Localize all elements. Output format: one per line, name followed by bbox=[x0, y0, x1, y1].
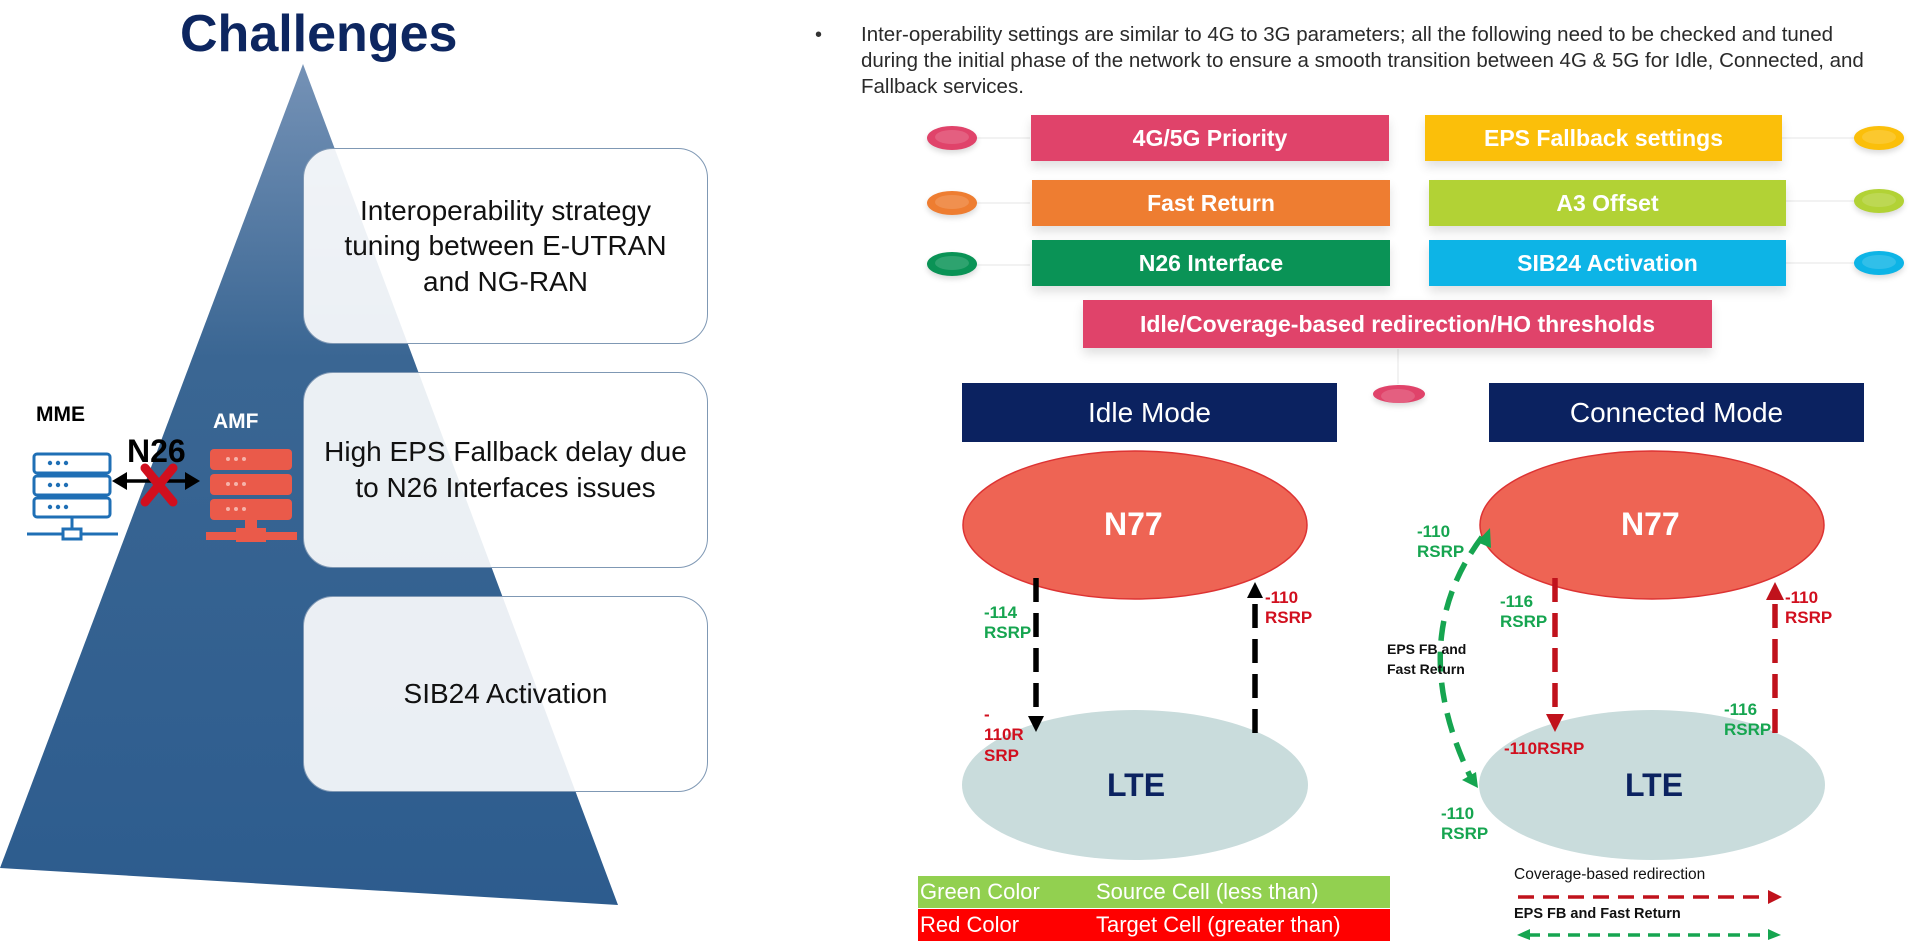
failure-cross-icon bbox=[140, 463, 178, 507]
threshold-unit: SRP bbox=[984, 745, 1019, 765]
yellow-dot-icon bbox=[1854, 126, 1904, 150]
threshold-value: -116 bbox=[1500, 592, 1534, 611]
challenge-card-eps-fallback: High EPS Fallback delay due to N26 Inter… bbox=[303, 372, 708, 568]
lime-dot-icon bbox=[1854, 189, 1904, 213]
threshold-unit: RSRP bbox=[1441, 824, 1489, 844]
legend-green-desc: Source Cell (less than) bbox=[1096, 879, 1319, 904]
connected-up-threshold: -110 RSRP bbox=[1785, 588, 1832, 629]
idle-down-arrow bbox=[1028, 578, 1044, 732]
card-text: High EPS Fallback delay due to N26 Inter… bbox=[324, 436, 687, 503]
idle-up-threshold: -110 RSRP bbox=[1265, 588, 1312, 629]
threshold-value: - bbox=[984, 705, 990, 724]
tag-fast-return: Fast Return bbox=[1032, 180, 1390, 226]
legend-red-row: Red Color Target Cell (greater than) bbox=[918, 909, 1390, 941]
legend-coverage-label: Coverage-based redirection bbox=[1514, 866, 1706, 883]
page-title: Challenges bbox=[180, 5, 458, 63]
lte-cell-idle bbox=[962, 710, 1308, 860]
threshold-value: 110R bbox=[984, 725, 1024, 745]
tag-eps-fallback-settings: EPS Fallback settings bbox=[1425, 115, 1782, 161]
pink-dot-icon bbox=[1373, 385, 1425, 403]
idle-up-arrow bbox=[1247, 582, 1263, 733]
legend-red-name: Red Color bbox=[920, 912, 1020, 937]
bullet-marker: • bbox=[815, 24, 823, 46]
threshold-value: -114 bbox=[984, 603, 1018, 622]
threshold-value: -110 bbox=[1441, 804, 1475, 823]
n77-cell-connected bbox=[1479, 450, 1825, 600]
threshold-unit: RSRP bbox=[1500, 612, 1548, 632]
threshold-value: -110 bbox=[1417, 522, 1451, 541]
challenge-card-sib24: SIB24 Activation bbox=[303, 596, 708, 792]
connected-mode-header: Connected Mode bbox=[1489, 383, 1864, 442]
n26-label: N26 bbox=[127, 433, 186, 469]
card-text: SIB24 Activation bbox=[403, 678, 608, 710]
idle-target-threshold: - 110R SRP bbox=[984, 705, 1024, 766]
legend-green-name: Green Color bbox=[920, 879, 1040, 904]
threshold-unit: RSRP bbox=[1785, 608, 1833, 628]
amf-label: AMF bbox=[213, 410, 259, 433]
fb-label-line: EPS FB and bbox=[1387, 641, 1467, 657]
lte-cell-connected bbox=[1479, 710, 1825, 860]
threshold-value: -110 bbox=[1785, 588, 1819, 607]
legend-green-row: Green Color Source Cell (less than) bbox=[918, 876, 1390, 908]
threshold-unit: RSRP bbox=[1724, 720, 1772, 740]
fb-label: EPS FB and Fast Return bbox=[1387, 640, 1466, 679]
idle-mode-header: Idle Mode bbox=[962, 383, 1337, 442]
mme-label: MME bbox=[36, 403, 85, 426]
cyan-dot-icon bbox=[1854, 251, 1904, 275]
connected-up-arrow bbox=[1766, 582, 1784, 733]
amf-server-icon bbox=[206, 449, 297, 542]
legend-fb-arrow bbox=[1517, 929, 1781, 940]
legend-red-desc: Target Cell (greater than) bbox=[1096, 912, 1341, 937]
tag-4g5g-priority: 4G/5G Priority bbox=[1031, 115, 1389, 161]
legend-fb-label: EPS FB and Fast Return bbox=[1514, 906, 1681, 922]
connected-source-threshold: -116 RSRP bbox=[1500, 592, 1547, 633]
connected-up-source-threshold: -116 RSRP bbox=[1724, 700, 1771, 741]
n77-cell-idle bbox=[962, 450, 1308, 600]
threshold-value: -110 bbox=[1265, 588, 1299, 607]
orange-dot-icon bbox=[927, 191, 977, 215]
tag-thresholds: Idle/Coverage-based redirection/HO thres… bbox=[1083, 300, 1712, 348]
n77-label-connected: N77 bbox=[1621, 506, 1680, 542]
legend-coverage-arrow bbox=[1518, 890, 1782, 904]
tag-sib24-activation: SIB24 Activation bbox=[1429, 240, 1786, 286]
card-text: Interoperability strategy tuning between… bbox=[344, 194, 667, 297]
threshold-unit: RSRP bbox=[984, 623, 1032, 643]
pink-dot-icon bbox=[927, 126, 977, 150]
lte-label-connected: LTE bbox=[1625, 767, 1684, 803]
lte-label-idle: LTE bbox=[1107, 767, 1166, 803]
green-dot-icon bbox=[927, 252, 977, 276]
n77-label-idle: N77 bbox=[1104, 506, 1163, 542]
bullet-text: Inter-operability settings are similar t… bbox=[861, 23, 1864, 99]
tag-n26-interface: N26 Interface bbox=[1032, 240, 1390, 286]
challenge-card-interoperability: Interoperability strategy tuning between… bbox=[303, 148, 708, 344]
threshold-unit: RSRP bbox=[1265, 608, 1313, 628]
threshold-value: -116 bbox=[1724, 700, 1758, 719]
eps-fb-curved-arrow bbox=[1437, 528, 1491, 788]
idle-source-threshold: -114 RSRP bbox=[984, 603, 1031, 644]
threshold-unit: RSRP bbox=[1417, 542, 1465, 562]
fb-label-line: Fast Return bbox=[1387, 660, 1465, 677]
fb-source-threshold: -110 RSRP bbox=[1417, 522, 1464, 563]
connected-target-threshold: -110RSRP bbox=[1504, 739, 1585, 758]
connected-down-arrow bbox=[1546, 578, 1564, 732]
mme-server-icon bbox=[27, 452, 118, 541]
fb-bottom-threshold: -110 RSRP bbox=[1441, 804, 1488, 845]
tag-a3-offset: A3 Offset bbox=[1429, 180, 1786, 226]
